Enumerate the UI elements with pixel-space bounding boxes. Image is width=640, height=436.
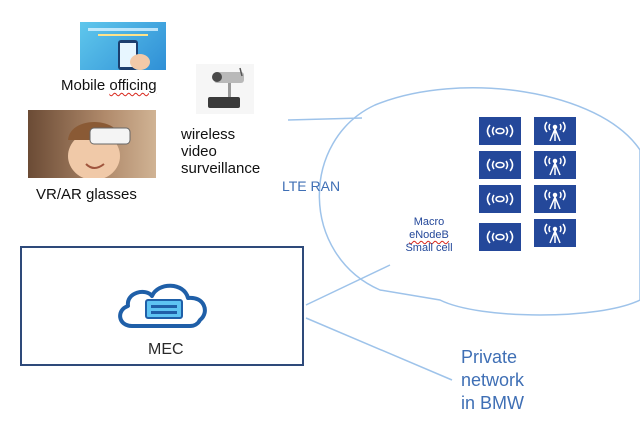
small-cell-antenna-icon xyxy=(534,185,576,213)
camera-icon xyxy=(208,67,244,108)
macro-cell-icon xyxy=(479,151,521,179)
macro-label: Macro xyxy=(413,216,445,228)
macro-cell-icon xyxy=(479,223,521,251)
speech-bubble-outline xyxy=(318,87,640,316)
vr-glasses-label: VR/AR glasses xyxy=(36,186,137,203)
bubble-tail-line xyxy=(287,117,363,121)
small-cell-antenna-icon xyxy=(534,219,576,247)
vr-headset-image xyxy=(28,110,156,178)
macro-cell-icon xyxy=(479,117,521,145)
cell-type-labels: Macro eNodeB Small cell xyxy=(393,216,465,255)
mobile-app-image xyxy=(80,22,166,70)
mec-lower-connector xyxy=(305,317,453,381)
private-network-line-2: network xyxy=(461,370,525,390)
mec-label: MEC xyxy=(148,341,184,358)
surveillance-label-line-2: video xyxy=(181,143,217,160)
private-network-line-3: in BMW xyxy=(461,393,524,413)
surveillance-label-line-1: wireless xyxy=(181,126,236,143)
private-network-line-1: Private xyxy=(461,347,518,367)
mec-upper-connector xyxy=(305,264,391,306)
surveillance-label-line-3: surveillance xyxy=(181,160,261,177)
private-network-label: Private network in BMW xyxy=(461,346,524,415)
cloud-server-icon xyxy=(118,283,207,328)
lte-ran-label: LTE RAN xyxy=(282,178,341,194)
vr-headset-icon xyxy=(68,122,131,178)
mobile-officing-label: Mobile officing xyxy=(61,77,157,94)
small-cell-antenna-icon xyxy=(534,117,576,145)
macro-cell-icon xyxy=(479,185,521,213)
smartphone-icon xyxy=(88,28,158,70)
enodeb-label: eNodeB xyxy=(409,229,449,241)
small-cell-antenna-icon xyxy=(534,151,576,179)
surveillance-camera-image xyxy=(196,64,254,114)
small-cell-label: Small cell xyxy=(405,242,453,254)
surveillance-label: wireless video surveillance xyxy=(181,126,260,177)
